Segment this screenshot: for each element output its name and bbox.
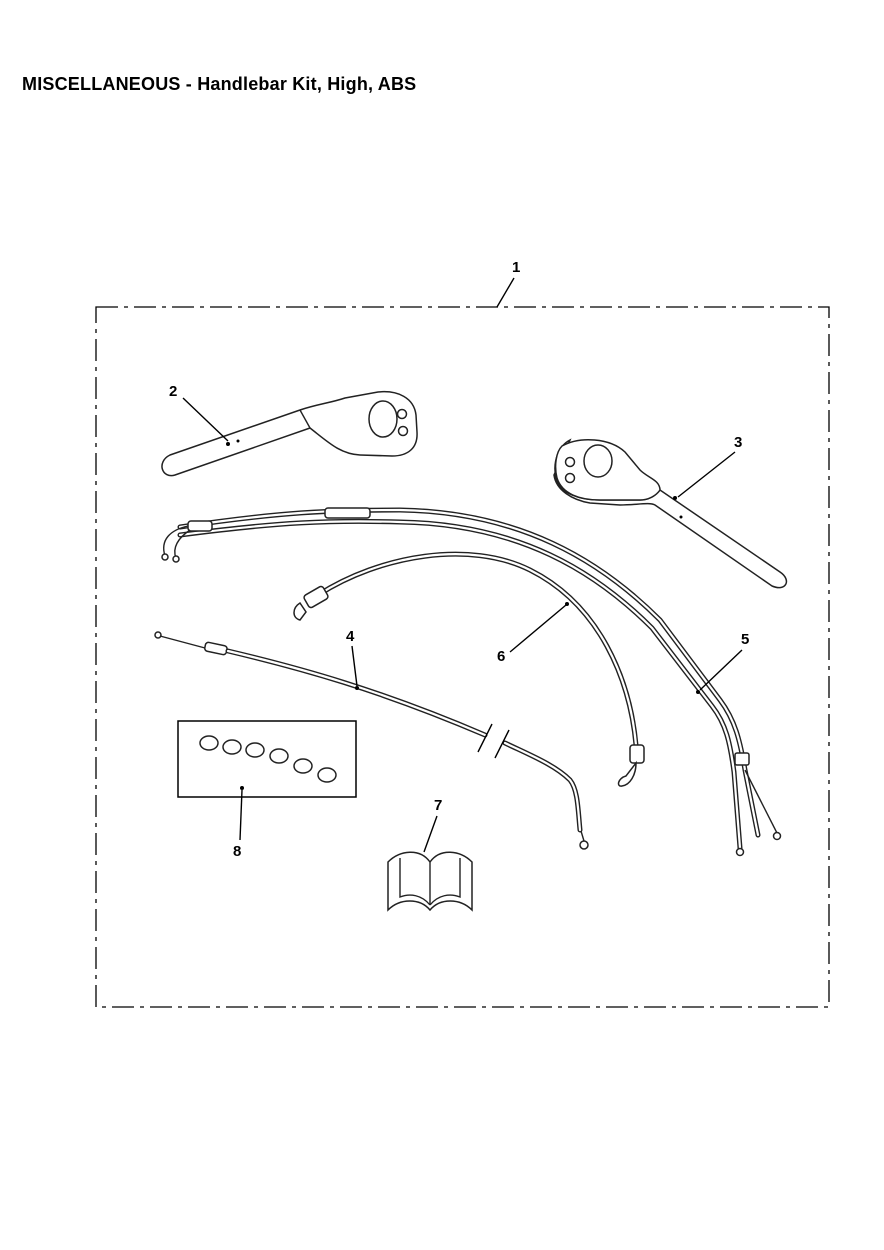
callout-4: 4 (346, 628, 355, 645)
throttle-cables-icon (161, 507, 782, 857)
callout-7: 7 (434, 797, 442, 814)
book-icon (387, 851, 473, 912)
callout-2: 2 (169, 383, 177, 400)
callout-6: 6 (497, 648, 505, 665)
clutch-cable-icon (154, 631, 589, 850)
kit-boundary (95, 306, 830, 1008)
right-handlebar-icon (553, 438, 788, 589)
page-title: MISCELLANEOUS - Handlebar Kit, High, ABS (22, 74, 417, 94)
callout-1: 1 (512, 259, 520, 276)
left-handlebar-icon (161, 390, 418, 477)
callout-5: 5 (741, 631, 749, 648)
washer-icon (199, 735, 337, 783)
callout-3: 3 (734, 434, 742, 451)
spacers-box (177, 720, 357, 798)
brake-hose-icon (293, 551, 645, 787)
callout-8: 8 (233, 843, 241, 860)
